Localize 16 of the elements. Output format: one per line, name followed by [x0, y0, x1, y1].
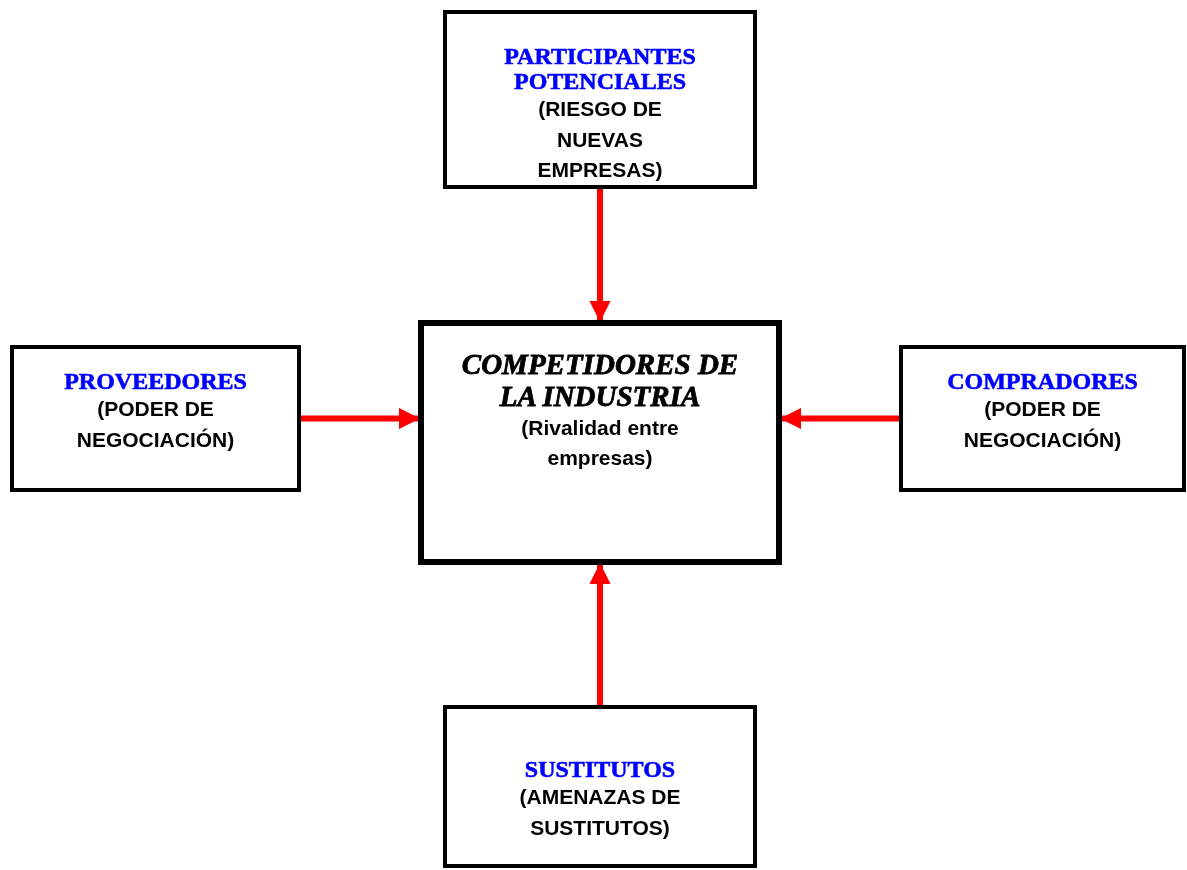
- force-box: [443, 10, 757, 189]
- box-description: (Rivalidad entre empresas): [520, 414, 680, 472]
- arrow: [589, 189, 611, 323]
- force-box: [899, 345, 1186, 492]
- box-description: (PODER DE NEGOCIACIÓN): [75, 396, 236, 453]
- box-heading: PARTICIPANTES POTENCIALES: [503, 44, 697, 95]
- force-box: [10, 345, 301, 492]
- box-description: (PODER DE NEGOCIACIÓN): [962, 396, 1123, 453]
- central-box: [418, 320, 782, 565]
- box-heading: COMPETIDORES DE LA INDUSTRIA: [460, 348, 740, 413]
- force-box: [443, 705, 757, 868]
- box-heading: SUSTITUTOS: [524, 757, 676, 783]
- box-heading: PROVEEDORES: [64, 369, 247, 395]
- box-description: (AMENAZAS DE SUSTITUTOS): [518, 784, 682, 841]
- box-heading: COMPRADORES: [947, 369, 1138, 395]
- box-description: (RIESGO DE NUEVAS EMPRESAS): [536, 96, 664, 184]
